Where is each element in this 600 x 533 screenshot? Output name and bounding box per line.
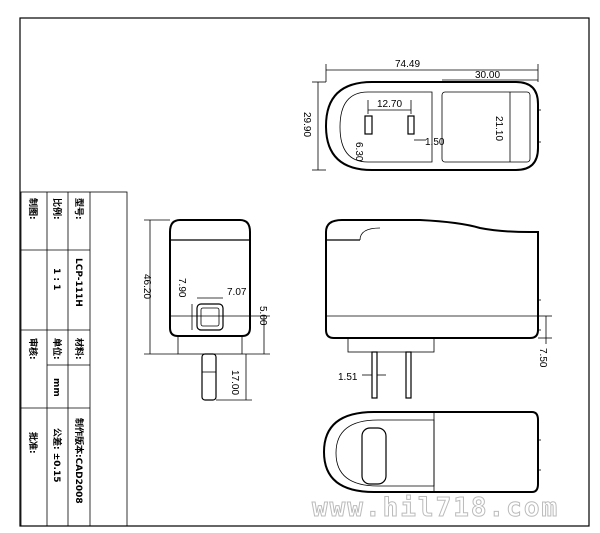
tolerance-label: 公差: ±0.15	[51, 428, 63, 482]
dim-height: 46.20	[141, 274, 152, 299]
model-value: LCP-111H	[73, 258, 83, 307]
dim-pin-width: 1.50	[425, 137, 445, 148]
front-view: 46.20 7.90 7.07 5.00 17.00	[141, 219, 270, 401]
dim-prong-length: 17.00	[229, 370, 240, 395]
dim-slot-width: 7.07	[227, 287, 247, 298]
top-view: 74.49 30.00 12.70 29.90 6.30 1.50 21.10	[301, 59, 541, 171]
approve-label: 批准:	[27, 432, 39, 454]
watermark: www.hil718.com	[312, 493, 559, 523]
bottom-view	[322, 411, 541, 493]
dim-depth: 29.90	[301, 112, 312, 137]
scale-value: 1 : 1	[51, 268, 61, 290]
side-view: 1.51 7.50	[325, 219, 552, 399]
dim-prong-thickness: 1.51	[338, 372, 358, 383]
file-label: 制作版本:CAD2008	[73, 418, 85, 504]
review-label: 审核:	[27, 338, 39, 360]
dim-pin-length: 6.30	[353, 142, 364, 162]
model-label: 型号:	[73, 198, 85, 220]
scale-label: 比例:	[51, 198, 63, 220]
unit-label: 单位:	[51, 338, 63, 360]
dim-inset-length: 30.00	[475, 70, 500, 81]
dim-prong-offset: 7.50	[537, 348, 548, 368]
dim-total-length: 74.49	[395, 59, 420, 70]
title-block: 制图: 审核: 批准: 比例: 1 : 1 单位: mm 公差: ±0.15 型…	[20, 191, 128, 527]
dim-step-height: 5.00	[257, 306, 268, 326]
drawn-label: 制图:	[27, 198, 39, 220]
drawing-frame	[19, 17, 590, 527]
dim-slot-height: 7.90	[176, 278, 187, 298]
dim-pin-spacing: 12.70	[377, 99, 402, 110]
dim-inset-height: 21.10	[493, 116, 504, 141]
unit-value: mm	[51, 378, 61, 397]
material-label: 材料:	[73, 337, 85, 360]
